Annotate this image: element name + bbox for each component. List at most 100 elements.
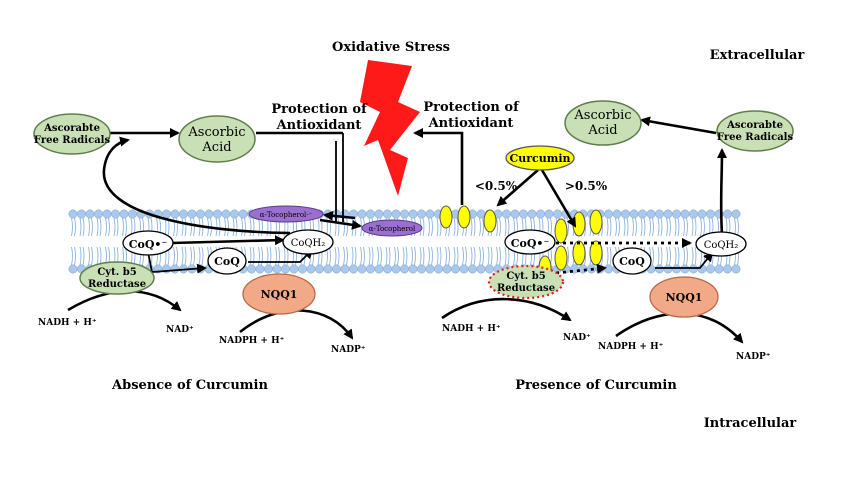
lipid-tail — [703, 217, 705, 237]
lipid-tail — [181, 217, 184, 237]
lipid-tail — [360, 246, 362, 266]
lipid-tail — [397, 246, 399, 266]
lipid-head — [638, 209, 647, 219]
right-coq-radical-label: CoQ•⁻ — [511, 237, 550, 250]
left-coq-radical-node — [122, 230, 174, 256]
lipid-tail — [368, 246, 371, 266]
lipid-tail — [346, 217, 348, 237]
lipid-head — [527, 209, 537, 219]
lipid-tail — [184, 246, 187, 266]
right-coqh2-node — [695, 231, 747, 257]
lipid-head — [357, 209, 367, 219]
lipid-head — [306, 264, 316, 274]
lipid-tail — [615, 217, 617, 237]
lipid-tail — [74, 217, 76, 237]
lipid-head — [102, 209, 112, 219]
lipid-tail — [224, 217, 226, 237]
lipid-tail — [241, 217, 243, 237]
left-protection-label-2: Antioxidant — [276, 118, 362, 133]
lipid-tail — [394, 246, 396, 266]
lipid-head — [94, 209, 103, 219]
lipid-head — [408, 264, 418, 274]
lipid-tail — [91, 217, 93, 237]
lipid-tail — [640, 217, 643, 237]
right-nqo1-label: NQQ1 — [666, 291, 703, 304]
lipid-tail — [388, 246, 391, 266]
left-cytb5-label-1: Cyt. b5 — [97, 267, 136, 278]
lipid-tail — [377, 246, 379, 266]
lipid-head — [723, 264, 732, 274]
lipid-tail — [354, 217, 357, 237]
lipid-tail — [414, 246, 416, 266]
lipid-tail — [674, 217, 677, 237]
lipid-tail — [453, 217, 456, 237]
right-arrows — [441, 116, 744, 344]
lipid-tail — [360, 217, 362, 237]
lipid-head — [357, 264, 367, 274]
lipid-head — [672, 264, 681, 274]
lipid-tail — [431, 217, 433, 237]
right-coq-label: CoQ — [619, 255, 645, 268]
lipid-head — [162, 209, 171, 219]
right-coq-node — [612, 247, 652, 275]
left-ascorbic-acid-node — [178, 115, 256, 163]
lipid-head — [230, 209, 239, 219]
lipid-tail — [351, 217, 354, 237]
right-protection-label-1: Protection of — [423, 100, 520, 115]
curcumin-label: Curcumin — [509, 152, 570, 165]
lipid-tail — [105, 217, 107, 237]
lipid-tail — [402, 246, 405, 266]
lipid-tail — [482, 217, 484, 237]
left-nadph-label: NADPH + H⁺ — [219, 336, 285, 346]
lipid-head — [400, 209, 409, 219]
lipid-tail — [606, 246, 609, 266]
lipid-tail — [275, 246, 277, 266]
lipid-tail — [609, 217, 612, 237]
lipid-tail — [113, 217, 116, 237]
lipid-head — [417, 209, 426, 219]
lipid-head — [629, 209, 639, 219]
lipid-tail — [448, 246, 450, 266]
lipid-tail — [232, 217, 235, 237]
right-protection-label-2: Antioxidant — [428, 116, 514, 131]
lipid-head — [349, 264, 358, 274]
lipid-head — [544, 209, 554, 219]
lipid-head — [442, 264, 452, 274]
lipid-head — [383, 264, 392, 274]
lipid-tail — [252, 246, 255, 266]
lipid-head — [689, 264, 698, 274]
lipid-tail — [99, 217, 102, 237]
right-coq-radical-node — [504, 229, 556, 255]
lipid-head — [408, 209, 418, 219]
right-afr-label-1: Ascorabte — [726, 120, 783, 131]
lipid-tail — [193, 246, 195, 266]
left-coqh2-label: CoQH₂ — [291, 238, 326, 249]
left-coq-node — [207, 247, 247, 275]
lipid-tail — [193, 217, 195, 237]
lipid-head — [655, 264, 664, 274]
lipid-tail — [643, 217, 646, 237]
lipid-tail — [176, 246, 178, 266]
lipid-tail — [496, 246, 498, 266]
lipid-head — [697, 209, 707, 219]
lipid-tail — [334, 246, 337, 266]
right-cytb5-label-1: Cyt. b5 — [506, 271, 545, 282]
lipid-tail — [686, 217, 688, 237]
lipid-tail — [694, 217, 697, 237]
left-nqo1-node — [242, 273, 316, 315]
tocopherol-radical-node — [248, 205, 324, 223]
lipid-tail — [266, 246, 269, 266]
lipid-head — [111, 209, 120, 219]
lipid-head — [417, 264, 426, 274]
lipid-head — [553, 209, 562, 219]
lipid-tail — [329, 246, 331, 266]
lipid-tail — [176, 217, 178, 237]
lipid-tail — [666, 217, 668, 237]
right-nadp-label: NADP⁺ — [736, 352, 771, 362]
lipid-tail — [507, 217, 510, 237]
right-ascorbate-free-radicals-node — [716, 110, 794, 152]
lipid-tail — [354, 246, 357, 266]
right-asc-label-1: Ascorbic — [573, 108, 631, 123]
lipid-tail — [683, 217, 685, 237]
lipid-head — [714, 264, 724, 274]
